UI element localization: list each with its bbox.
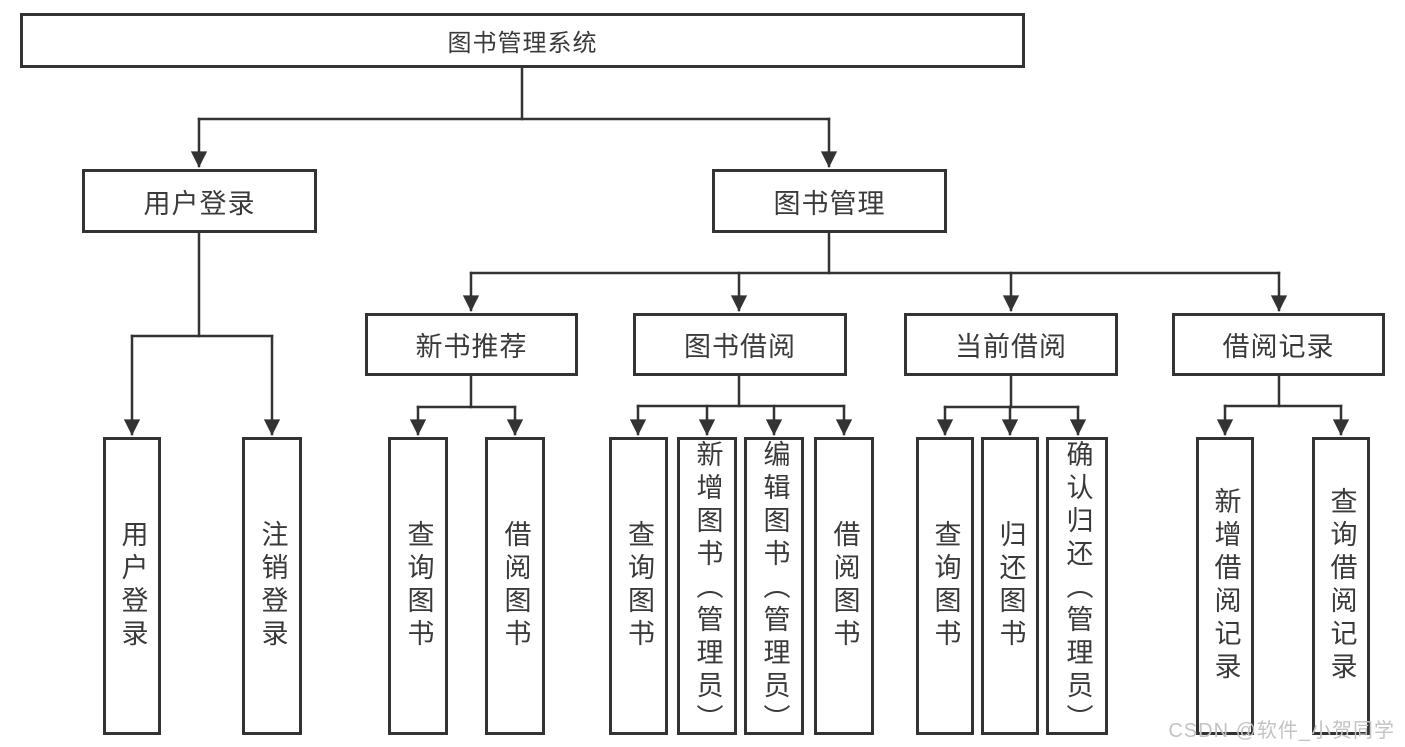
leaf-logout-label: 注销登录 (257, 520, 288, 652)
node-new-book-recommend-label: 新书推荐 (415, 332, 528, 362)
leaf-edit-book-admin: 编辑图书（管理员） (744, 437, 804, 737)
leaf-confirm-return-admin-label: 确认归还（管理员） (1062, 440, 1093, 737)
node-book-borrow: 图书借阅 (633, 313, 847, 376)
node-book-management: 图书管理 (712, 169, 947, 233)
node-current-borrow: 当前借阅 (904, 313, 1118, 376)
node-root-label: 图书管理系统 (447, 30, 598, 57)
leaf-return-book-label: 归还图书 (995, 520, 1026, 652)
watermark: CSDN @软件_小贺同学 (1168, 720, 1395, 742)
node-new-book-recommend: 新书推荐 (365, 313, 578, 376)
leaf-query-book-1-label: 查询图书 (403, 520, 434, 652)
leaf-return-book: 归还图书 (981, 437, 1039, 735)
leaf-user-login: 用户登录 (103, 437, 161, 735)
leaf-borrow-book-2-label: 借阅图书 (829, 520, 860, 652)
leaf-add-borrow-record-label: 新增借阅记录 (1210, 487, 1241, 685)
leaf-add-borrow-record: 新增借阅记录 (1196, 437, 1254, 735)
node-borrow-records: 借阅记录 (1172, 313, 1385, 376)
leaf-query-borrow-record-label: 查询借阅记录 (1326, 487, 1357, 685)
leaf-borrow-book-1: 借阅图书 (485, 437, 545, 735)
leaf-borrow-book-1-label: 借阅图书 (500, 520, 531, 652)
leaf-query-book-3-label: 查询图书 (930, 520, 961, 652)
leaf-add-book-admin: 新增图书（管理员） (677, 437, 737, 737)
node-user-login-label: 用户登录 (143, 188, 256, 219)
node-book-management-label: 图书管理 (773, 188, 886, 219)
leaf-user-login-label: 用户登录 (117, 520, 148, 652)
leaf-logout: 注销登录 (242, 437, 302, 735)
leaf-borrow-book-2: 借阅图书 (814, 437, 874, 735)
leaf-add-book-admin-label: 新增图书（管理员） (692, 440, 723, 737)
leaf-confirm-return-admin: 确认归还（管理员） (1046, 437, 1108, 737)
leaf-query-book-1: 查询图书 (388, 437, 448, 735)
leaf-query-borrow-record: 查询借阅记录 (1312, 437, 1370, 735)
leaf-query-book-2-label: 查询图书 (624, 520, 654, 652)
node-borrow-records-label: 借阅记录 (1222, 332, 1335, 362)
node-root: 图书管理系统 (20, 13, 1025, 68)
leaf-edit-book-admin-label: 编辑图书（管理员） (759, 440, 790, 737)
node-book-borrow-label: 图书借阅 (684, 332, 796, 362)
leaf-query-book-2: 查询图书 (609, 437, 668, 735)
leaf-query-book-3: 查询图书 (916, 437, 974, 735)
node-user-login: 用户登录 (82, 169, 317, 233)
node-current-borrow-label: 当前借阅 (955, 332, 1067, 362)
